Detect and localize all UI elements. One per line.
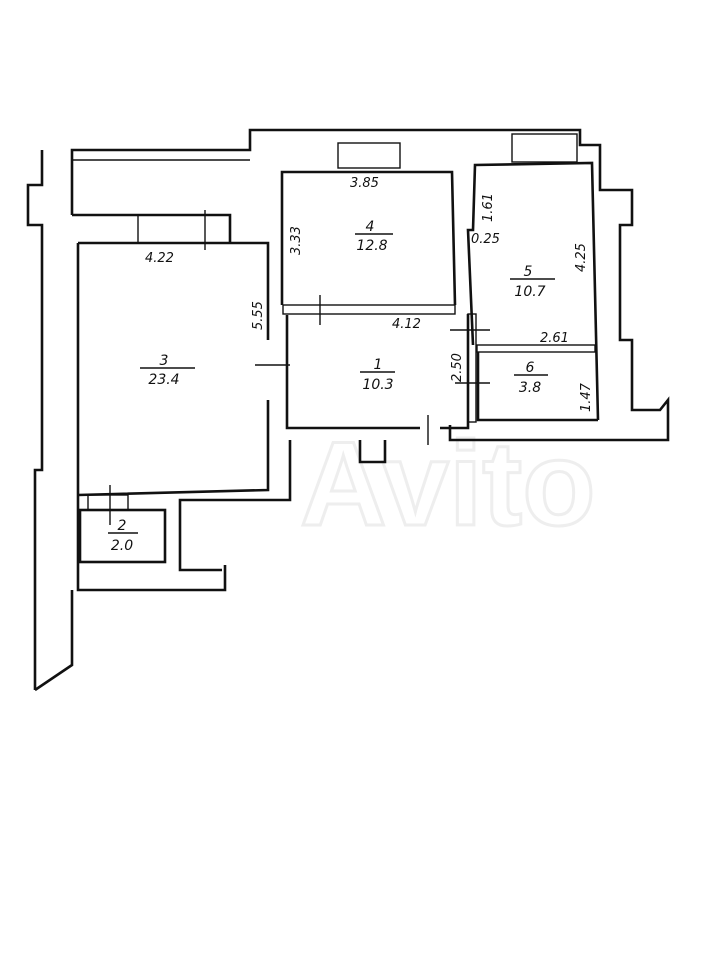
room-6-area: 3.8 — [519, 380, 541, 396]
room-1-number: 1 — [374, 357, 383, 373]
dim-room5-width: 2.61 — [540, 331, 569, 346]
dim-room4-width: 3.85 — [350, 176, 379, 191]
room-5-area: 10.7 — [514, 284, 545, 300]
room-2-number: 2 — [118, 518, 127, 534]
room-6 — [476, 352, 598, 422]
windows — [137, 133, 578, 250]
dim-room4-length: 3.33 — [289, 226, 304, 255]
dim-room1-width: 4.12 — [392, 317, 421, 332]
dim-room5-upper: 1.61 — [481, 193, 496, 222]
dim-room6-length: 1.47 — [579, 382, 594, 412]
dim-room5-length: 4.25 — [574, 243, 589, 272]
outer-walls — [26, 128, 670, 692]
room-3 — [77, 241, 290, 497]
watermark: Avito — [300, 417, 596, 551]
dim-room5-offset: 0.25 — [471, 232, 500, 247]
dim-room3-length: 5.55 — [251, 301, 266, 330]
room-3-area: 23.4 — [148, 372, 179, 388]
room-2-area: 2.0 — [111, 538, 133, 554]
dim-room1-length: 2.50 — [450, 353, 465, 382]
room-5 — [466, 161, 600, 421]
room-4-area: 12.8 — [356, 238, 387, 254]
room-4 — [280, 170, 457, 325]
dim-room3-width: 4.22 — [145, 251, 174, 266]
room-2 — [78, 485, 167, 564]
room-4-number: 4 — [366, 219, 375, 235]
room-5-number: 5 — [524, 264, 533, 280]
room-labels: 3 23.4 2 2.0 4 12.8 1 10.3 5 10.7 6 3.8 — [108, 219, 555, 554]
room-1-area: 10.3 — [362, 377, 393, 393]
room-3-number: 3 — [160, 353, 169, 369]
dimension-labels: 4.22 5.55 3.85 3.33 4.12 2.50 1.61 0.25 … — [145, 176, 594, 412]
room-6-number: 6 — [526, 360, 535, 376]
